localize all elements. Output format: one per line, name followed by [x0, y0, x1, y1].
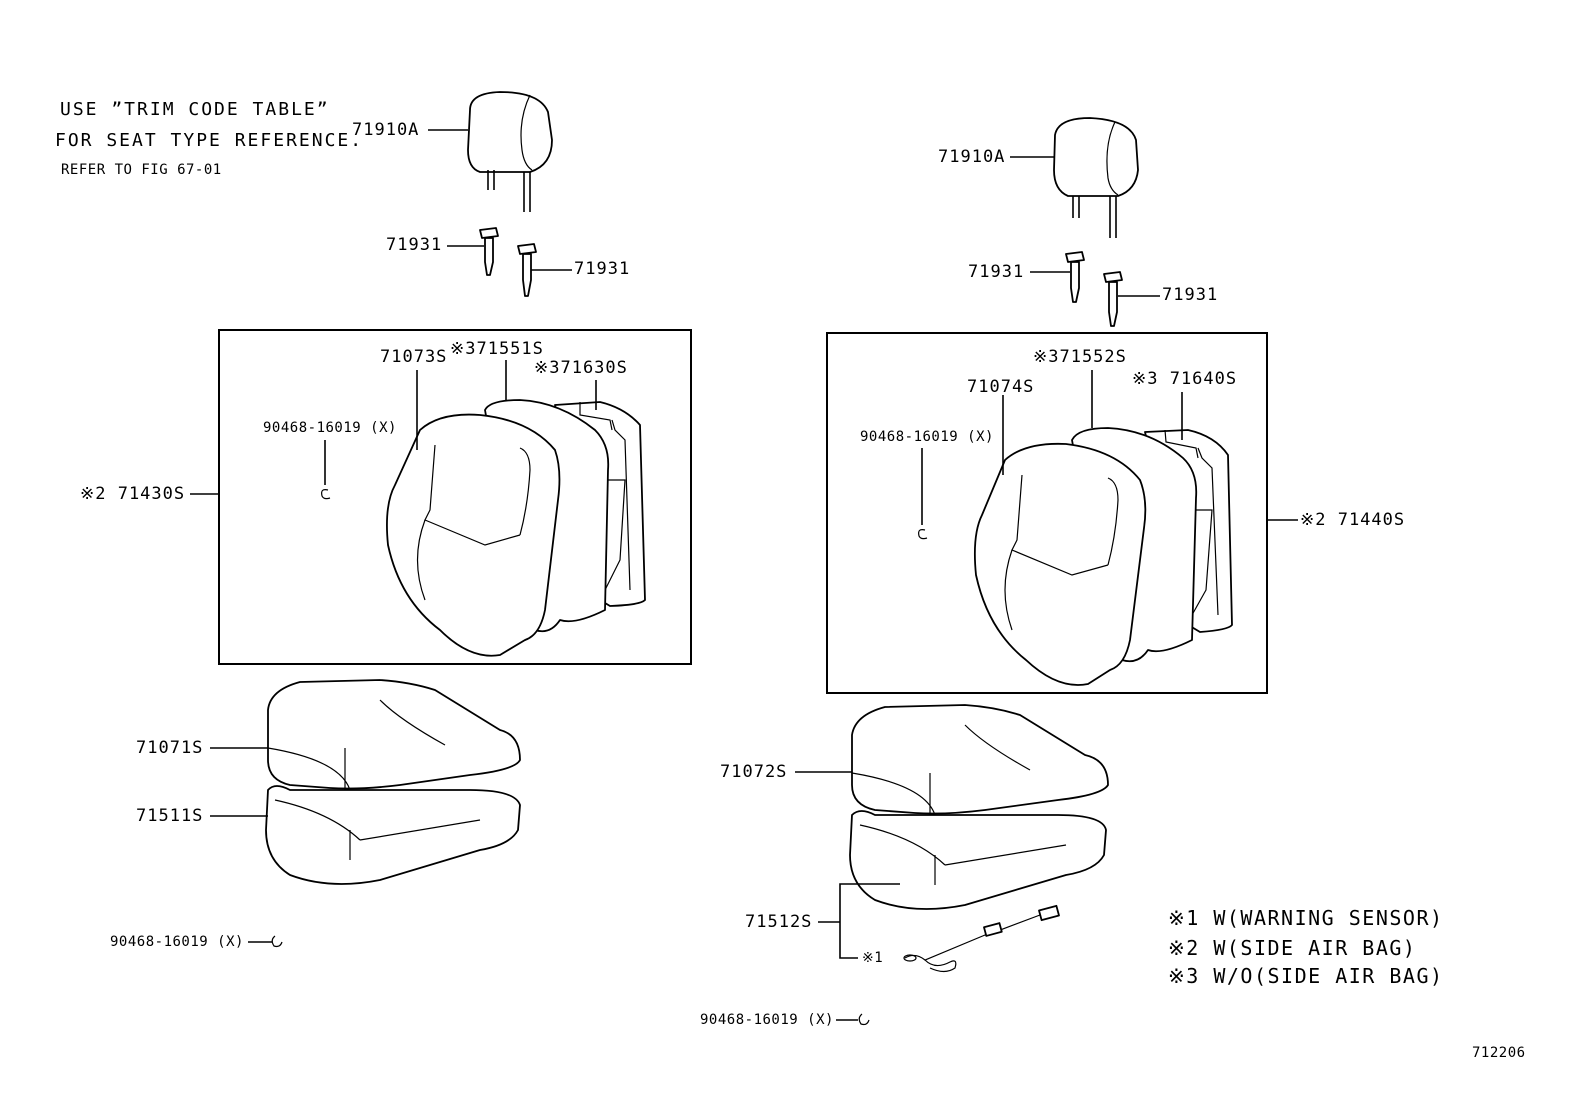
- right-support-right-label[interactable]: 71931: [1162, 285, 1219, 305]
- left-support-left: [479, 227, 499, 276]
- left-back-pad-label[interactable]: ※371551S: [450, 339, 544, 359]
- right-headrest: [1053, 117, 1139, 238]
- left-seatback-box: [218, 329, 692, 665]
- left-cushion-cover: [267, 679, 521, 791]
- right-support-right: [1103, 271, 1123, 327]
- legend-item-3: ※3 W/O(SIDE AIR BAG): [1168, 964, 1444, 988]
- legend-item-1: ※1 W(WARNING SENSOR): [1168, 906, 1444, 930]
- right-back-frame-label[interactable]: ※3 71640S: [1132, 369, 1238, 389]
- right-cushion-assy-label[interactable]: 71512S: [745, 912, 813, 932]
- right-support-left-label[interactable]: 71931: [968, 262, 1025, 282]
- left-headrest-label[interactable]: 71910A: [352, 120, 420, 140]
- left-back-cover-label[interactable]: 71073S: [380, 347, 448, 367]
- right-back-assy-label[interactable]: ※2 71440S: [1300, 510, 1406, 530]
- left-seatback-cover: [386, 413, 561, 657]
- right-seatback-box: [826, 332, 1268, 694]
- note-seat-type: FOR SEAT TYPE REFERENCE.: [55, 130, 364, 151]
- left-back-frame-label[interactable]: ※371630S: [534, 358, 628, 378]
- left-back-clip-label[interactable]: 90468-16019 (X): [263, 420, 397, 436]
- right-cushion-pad: [849, 810, 1107, 910]
- left-cushion-pad: [265, 785, 521, 885]
- right-warning-sensor: [903, 904, 1060, 973]
- legend-item-2: ※2 W(SIDE AIR BAG): [1168, 936, 1417, 960]
- right-seatback-cover: [973, 442, 1147, 686]
- left-support-right: [517, 243, 537, 297]
- right-cushion-clip-label[interactable]: 90468-16019 (X): [700, 1012, 834, 1028]
- left-back-assy-label[interactable]: ※2 71430S: [80, 484, 186, 504]
- figure-number: 712206: [1472, 1045, 1526, 1061]
- note-refer-fig: REFER TO FIG 67-01: [61, 162, 222, 178]
- right-back-cover-label[interactable]: 71074S: [967, 377, 1035, 397]
- right-back-pad-label[interactable]: ※371552S: [1033, 347, 1127, 367]
- left-cushion-pad-label[interactable]: 71511S: [136, 806, 204, 826]
- right-support-left: [1065, 251, 1085, 303]
- left-support-left-label[interactable]: 71931: [386, 235, 443, 255]
- left-support-right-label[interactable]: 71931: [574, 259, 631, 279]
- right-headrest-label[interactable]: 71910A: [938, 147, 1006, 167]
- right-cushion-cover-label[interactable]: 71072S: [720, 762, 788, 782]
- note-trim-code: USE ”TRIM CODE TABLE”: [60, 99, 330, 120]
- left-cushion-clip-label[interactable]: 90468-16019 (X): [110, 934, 244, 950]
- right-back-clip-label[interactable]: 90468-16019 (X): [860, 429, 994, 445]
- left-cushion-cover-label[interactable]: 71071S: [136, 738, 204, 758]
- right-cushion-cover: [851, 704, 1109, 816]
- left-headrest: [467, 91, 553, 212]
- right-sensor-label[interactable]: ※1: [862, 950, 884, 966]
